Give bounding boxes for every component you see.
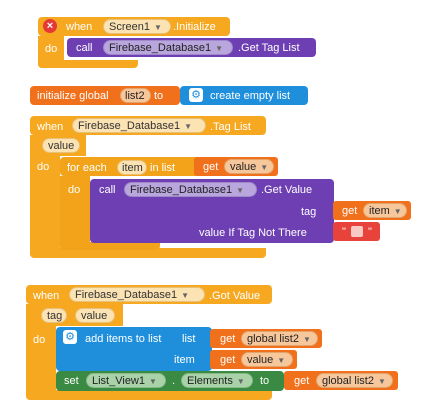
set-property-dropdown[interactable]: Elements▼ (181, 373, 253, 388)
param-value-label: value (48, 140, 75, 152)
dropdown-arrow-icon: ▼ (260, 163, 269, 172)
call-component-name: Firebase_Database1 (109, 42, 212, 54)
event-name: .Tag List (210, 121, 251, 133)
to-label: to (260, 375, 270, 387)
get-label: get (220, 354, 236, 366)
method-name: .Get Tag List (238, 42, 300, 54)
dropdown-arrow-icon: ▼ (277, 356, 286, 365)
when-label: when (37, 121, 64, 133)
add-items-to-list-block[interactable] (56, 327, 212, 371)
call-label: call (76, 42, 93, 54)
gear-icon[interactable]: ⚙ (63, 330, 77, 344)
dropdown-arrow-icon: ▼ (302, 335, 311, 344)
empty-string-field[interactable] (351, 226, 363, 237)
get-label: get (220, 333, 236, 345)
var-name: list2 (125, 90, 145, 102)
param-value[interactable]: value (42, 138, 80, 153)
call-component-name: Firebase_Database1 (130, 184, 233, 196)
dropdown-arrow-icon: ▼ (215, 44, 224, 53)
do-label: do (33, 334, 46, 346)
param-value-label: value (81, 310, 108, 322)
method-name: .Get Value (261, 184, 313, 196)
get-var-name: value (230, 161, 257, 173)
do-label: do (45, 43, 58, 55)
item-label: item (174, 354, 195, 366)
error-icon[interactable]: × (43, 19, 57, 33)
get-label: get (203, 161, 219, 173)
component-name: Screen1 (109, 21, 150, 33)
get-var-name: value (247, 354, 274, 366)
get-label: get (342, 205, 358, 217)
do-label: do (68, 184, 81, 196)
event-block-screen1-initialize-footer (38, 60, 138, 68)
dropdown-arrow-icon: ▼ (181, 291, 190, 300)
get-var-dropdown[interactable]: value▼ (224, 159, 274, 174)
to-label: to (154, 90, 164, 102)
call-component-dropdown[interactable]: Firebase_Database1▼ (124, 182, 257, 197)
dot-label: . (172, 375, 176, 387)
event-name: .Got Value (209, 290, 261, 302)
item-var-name: item (122, 162, 143, 174)
get-var-name: global list2 (322, 375, 374, 387)
get-var-name: item (369, 205, 390, 217)
quote-close: " (368, 226, 372, 238)
get-label: get (294, 375, 310, 387)
get-var-dropdown[interactable]: value▼ (241, 352, 293, 367)
component-dropdown[interactable]: Screen1▼ (103, 19, 171, 34)
event-block-got-value-do (26, 326, 56, 398)
param-tag-label: tag (47, 310, 63, 322)
event-name: .Initialize (173, 21, 216, 33)
get-var-dropdown[interactable]: item▼ (363, 203, 407, 218)
dropdown-arrow-icon: ▼ (236, 377, 245, 386)
for-each-block-footer (60, 242, 160, 250)
in-list-label: in list (150, 162, 176, 174)
dropdown-arrow-icon: ▼ (184, 122, 193, 131)
set-component-dropdown[interactable]: List_View1 ▼ (86, 373, 166, 388)
when-label: when (66, 21, 93, 33)
dropdown-arrow-icon: ▼ (236, 186, 245, 195)
set-component-name: List_View1 (92, 375, 145, 387)
set-property-name: Elements (187, 375, 233, 387)
get-var-dropdown[interactable]: global list2▼ (241, 331, 318, 346)
get-var-name: global list2 (247, 333, 299, 345)
dropdown-arrow-icon: ▼ (149, 377, 157, 386)
add-items-label: add items to list (85, 333, 162, 345)
call-component-dropdown[interactable]: Firebase_Database1▼ (103, 40, 233, 55)
do-label: do (37, 161, 50, 173)
component-name: Firebase_Database1 (78, 120, 181, 132)
when-label: when (33, 290, 60, 302)
initialize-global-label: initialize global (37, 90, 109, 102)
component-name: Firebase_Database1 (75, 289, 178, 301)
event-block-tag-list-do (30, 156, 60, 256)
param-value[interactable]: value (75, 308, 115, 323)
dropdown-arrow-icon: ▼ (153, 23, 162, 32)
for-each-label: for each (67, 162, 107, 174)
list-label: list (182, 333, 196, 345)
value-if-tag-not-there-label: value If Tag Not There (199, 227, 307, 239)
create-empty-list-label: create empty list (210, 90, 291, 102)
var-name-field[interactable]: list2 (120, 88, 151, 103)
get-var-dropdown[interactable]: global list2▼ (316, 373, 393, 388)
event-block-tag-list-footer (30, 248, 266, 258)
create-empty-list-block[interactable] (180, 86, 308, 105)
event-block-got-value-footer (26, 390, 272, 400)
param-tag[interactable]: tag (41, 308, 67, 323)
dropdown-arrow-icon: ▼ (377, 377, 386, 386)
call-label: call (99, 184, 116, 196)
gear-icon[interactable]: ⚙ (189, 88, 203, 102)
dropdown-arrow-icon: ▼ (393, 207, 402, 216)
for-each-block-do (60, 176, 90, 250)
quote-open: " (342, 226, 346, 238)
component-dropdown[interactable]: Firebase_Database1▼ (69, 287, 205, 302)
item-var-field[interactable]: item (117, 160, 147, 175)
component-dropdown[interactable]: Firebase_Database1▼ (72, 118, 206, 133)
tag-label: tag (301, 206, 317, 218)
set-label: set (64, 375, 79, 387)
